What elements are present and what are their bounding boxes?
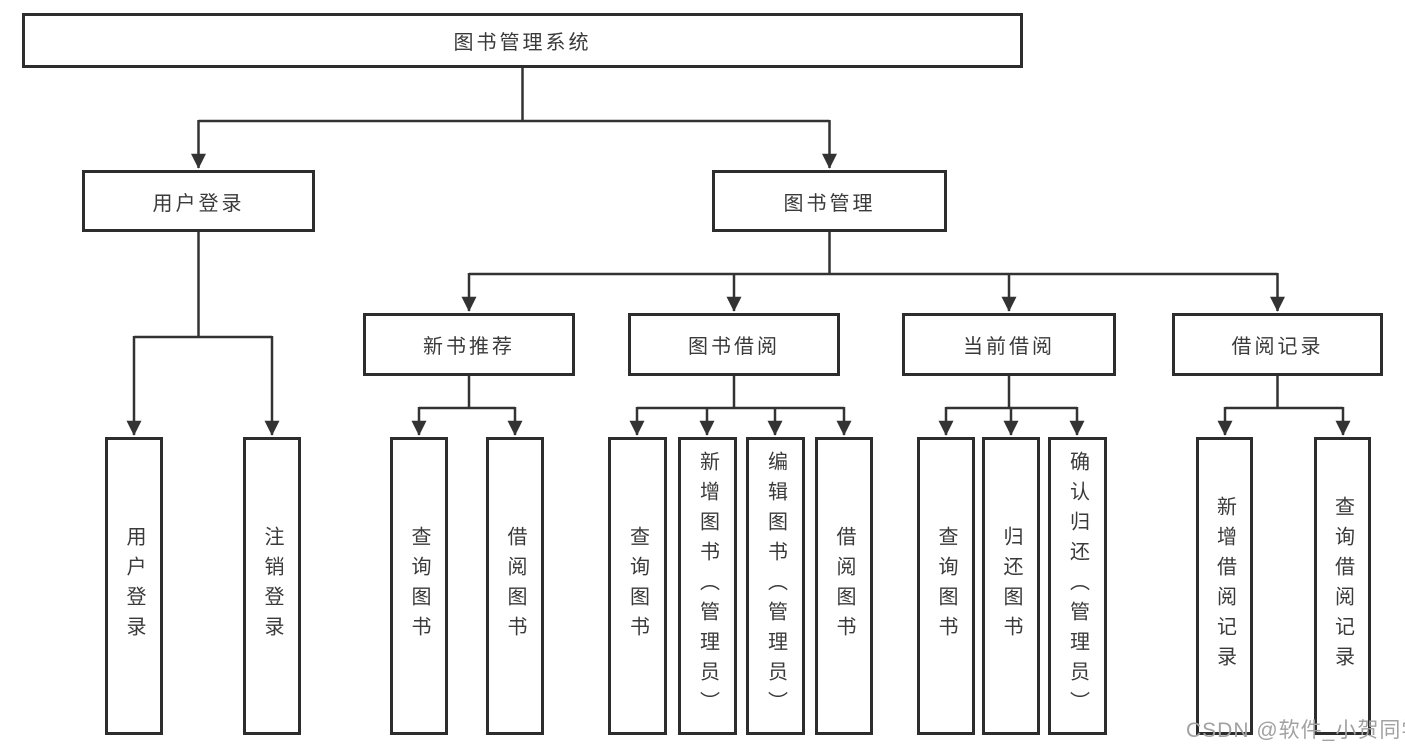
node-user-login: 用户登录 — [82, 170, 315, 232]
node-root-library-system: 图书管理系统 — [22, 13, 1023, 68]
connector-userlogin-to-leaves — [126, 232, 280, 436]
node-book-borrow: 图书借阅 — [628, 313, 840, 376]
node-borrow-records: 借阅记录 — [1172, 313, 1383, 376]
leaf-borrow-query-books: 查询图书 — [608, 437, 667, 735]
connector-recommend-to-leaves — [411, 376, 523, 436]
leaf-borrow-add-books-admin: 新增图书（管理员） — [678, 437, 737, 735]
connector-borrow-to-leaves — [629, 376, 852, 436]
leaf-user-login: 用户登录 — [105, 437, 163, 735]
connector-root-to-level2 — [191, 68, 837, 169]
leaf-current-query-books: 查询图书 — [917, 437, 975, 735]
leaf-recommend-borrow-books: 借阅图书 — [486, 437, 544, 735]
leaf-current-confirm-return-admin: 确认归还（管理员） — [1048, 437, 1107, 735]
connector-bookmgmt-to-level3 — [461, 232, 1285, 312]
leaf-records-add-record: 新增借阅记录 — [1196, 437, 1253, 735]
node-book-management: 图书管理 — [712, 170, 947, 232]
leaf-records-query-record: 查询借阅记录 — [1314, 437, 1371, 735]
leaf-borrow-borrow-books: 借阅图书 — [815, 437, 873, 735]
leaf-current-return-books: 归还图书 — [982, 437, 1040, 735]
leaf-borrow-edit-books-admin: 编辑图书（管理员） — [746, 437, 805, 735]
csdn-watermark: CSDN @软件_小贺同学 — [1186, 719, 1405, 742]
leaf-logout: 注销登录 — [243, 437, 301, 735]
node-current-borrow: 当前借阅 — [902, 313, 1116, 376]
node-new-book-recommend: 新书推荐 — [363, 313, 575, 376]
leaf-recommend-query-books: 查询图书 — [390, 437, 448, 735]
connector-current-to-leaves — [938, 376, 1085, 436]
connector-records-to-leaves — [1217, 376, 1351, 436]
